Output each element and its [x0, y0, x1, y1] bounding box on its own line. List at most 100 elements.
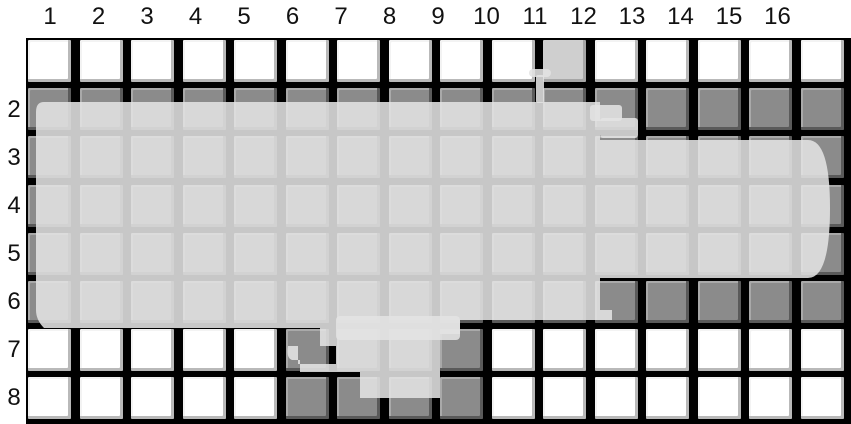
board-cell[interactable]	[438, 279, 485, 325]
board-cell[interactable]	[78, 327, 125, 373]
board-cell[interactable]	[490, 279, 537, 325]
board-cell[interactable]	[181, 375, 228, 421]
board-cell[interactable]	[490, 327, 537, 373]
board-cell[interactable]	[387, 38, 434, 84]
board-cell[interactable]	[799, 86, 846, 132]
board-cell[interactable]	[232, 375, 279, 421]
board-cell[interactable]	[26, 134, 73, 180]
board-cell[interactable]	[696, 183, 743, 229]
board-cell[interactable]	[593, 279, 640, 325]
board-cell[interactable]	[26, 183, 73, 229]
board-cell[interactable]	[78, 38, 125, 84]
board-cell[interactable]	[78, 279, 125, 325]
board-cell[interactable]	[696, 134, 743, 180]
board-cell[interactable]	[644, 183, 691, 229]
board-cell[interactable]	[438, 231, 485, 277]
board-cell[interactable]	[387, 183, 434, 229]
board-cell[interactable]	[799, 38, 846, 84]
board-cell[interactable]	[696, 279, 743, 325]
board-cell[interactable]	[541, 231, 588, 277]
board-cell[interactable]	[387, 86, 434, 132]
board-cell[interactable]	[26, 38, 73, 84]
board-cell[interactable]	[490, 86, 537, 132]
board-cell[interactable]	[284, 183, 331, 229]
board-cell[interactable]	[26, 327, 73, 373]
board-cell[interactable]	[284, 375, 331, 421]
board-cell[interactable]	[541, 183, 588, 229]
board-cell[interactable]	[284, 231, 331, 277]
board-cell[interactable]	[747, 375, 794, 421]
board-cell[interactable]	[284, 279, 331, 325]
board-cell[interactable]	[232, 279, 279, 325]
board-cell[interactable]	[490, 231, 537, 277]
board-cell[interactable]	[593, 86, 640, 132]
board-cell[interactable]	[644, 86, 691, 132]
board-cell[interactable]	[335, 38, 382, 84]
board-cell[interactable]	[696, 86, 743, 132]
board-cell[interactable]	[747, 183, 794, 229]
board-cell[interactable]	[78, 231, 125, 277]
board-cell[interactable]	[438, 183, 485, 229]
board-cell[interactable]	[696, 38, 743, 84]
board-cell[interactable]	[26, 86, 73, 132]
board-cell[interactable]	[438, 375, 485, 421]
board-cell[interactable]	[438, 327, 485, 373]
board-cell[interactable]	[644, 279, 691, 325]
game-board[interactable]	[26, 38, 851, 424]
board-cell[interactable]	[799, 327, 846, 373]
board-cell[interactable]	[26, 375, 73, 421]
board-cell[interactable]	[644, 327, 691, 373]
board-cell[interactable]	[129, 279, 176, 325]
board-cell[interactable]	[335, 375, 382, 421]
board-cell[interactable]	[78, 86, 125, 132]
board-cell[interactable]	[181, 134, 228, 180]
board-cell[interactable]	[644, 134, 691, 180]
board-cell[interactable]	[26, 231, 73, 277]
board-cell[interactable]	[232, 231, 279, 277]
board-cell[interactable]	[696, 231, 743, 277]
board-cell[interactable]	[747, 86, 794, 132]
board-cell[interactable]	[541, 86, 588, 132]
board-cell[interactable]	[232, 183, 279, 229]
board-cell[interactable]	[438, 38, 485, 84]
board-cell[interactable]	[438, 86, 485, 132]
board-cell[interactable]	[593, 327, 640, 373]
board-cell[interactable]	[129, 86, 176, 132]
board-cell[interactable]	[541, 327, 588, 373]
board-cell[interactable]	[593, 231, 640, 277]
board-cell[interactable]	[490, 38, 537, 84]
board-cell[interactable]	[181, 327, 228, 373]
board-cell[interactable]	[696, 375, 743, 421]
board-cell[interactable]	[387, 375, 434, 421]
board-cell[interactable]	[78, 375, 125, 421]
board-cell[interactable]	[541, 134, 588, 180]
board-cell[interactable]	[335, 86, 382, 132]
board-cell[interactable]	[284, 134, 331, 180]
board-cell[interactable]	[232, 86, 279, 132]
board-cell[interactable]	[129, 38, 176, 84]
board-cell[interactable]	[490, 183, 537, 229]
board-cell[interactable]	[387, 279, 434, 325]
board-cell[interactable]	[593, 183, 640, 229]
board-cell[interactable]	[232, 134, 279, 180]
board-cell[interactable]	[541, 38, 588, 84]
board-cell[interactable]	[541, 279, 588, 325]
board-cell[interactable]	[438, 134, 485, 180]
board-cell[interactable]	[387, 327, 434, 373]
board-cell[interactable]	[26, 279, 73, 325]
board-cell[interactable]	[644, 38, 691, 84]
board-cell[interactable]	[181, 38, 228, 84]
board-cell[interactable]	[747, 38, 794, 84]
board-cell[interactable]	[335, 327, 382, 373]
board-cell[interactable]	[129, 183, 176, 229]
board-cell[interactable]	[78, 134, 125, 180]
board-cell[interactable]	[490, 134, 537, 180]
board-cell[interactable]	[181, 183, 228, 229]
board-cell[interactable]	[799, 279, 846, 325]
board-cell[interactable]	[335, 183, 382, 229]
board-cell[interactable]	[387, 134, 434, 180]
board-cell[interactable]	[181, 279, 228, 325]
board-cell[interactable]	[284, 86, 331, 132]
board-cell[interactable]	[644, 375, 691, 421]
board-cell[interactable]	[644, 231, 691, 277]
